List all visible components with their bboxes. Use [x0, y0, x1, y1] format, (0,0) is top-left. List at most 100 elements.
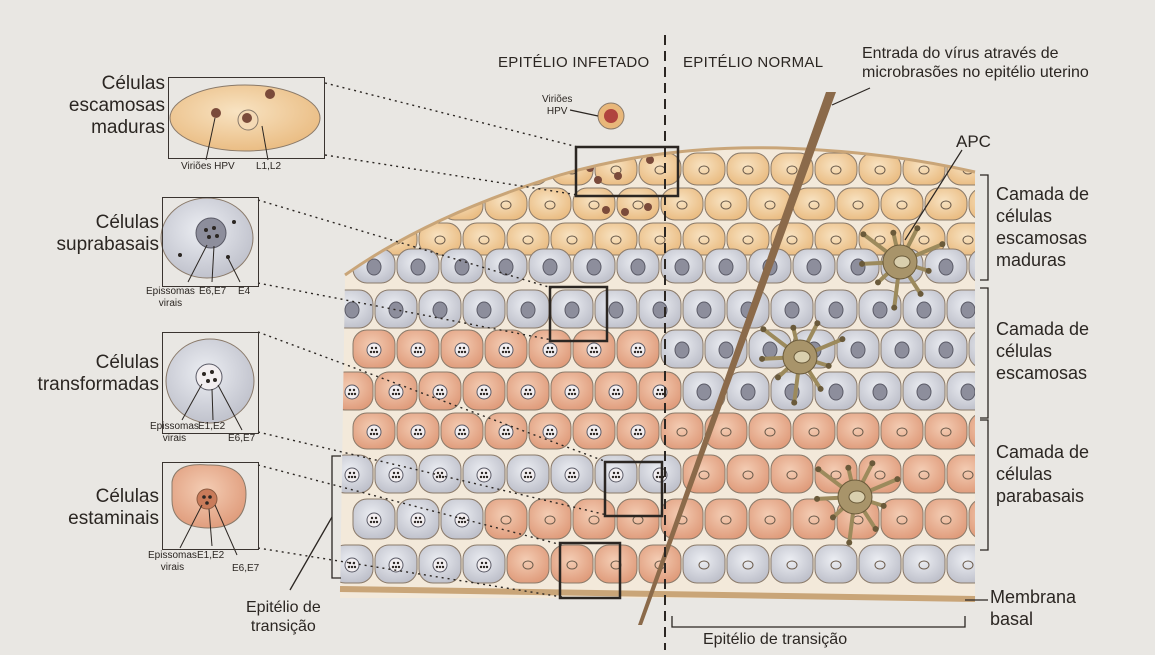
episome-dot: [569, 472, 571, 474]
episome-dot: [376, 351, 378, 353]
cell-nucleus: [433, 302, 447, 318]
cell-nucleus: [961, 302, 975, 318]
cell-nucleus: [873, 384, 887, 400]
episome-dot: [546, 351, 548, 353]
episome-dot: [463, 429, 465, 431]
episome-dot: [485, 562, 487, 564]
inset-box-suprabasal: [162, 197, 259, 287]
episome-dot: [353, 472, 355, 474]
episome-dot: [637, 433, 639, 435]
header-infected: EPITÉLIO INFETADO: [498, 54, 650, 71]
cell: [925, 413, 967, 449]
cell-nucleus: [631, 425, 645, 439]
cell-nucleus: [983, 259, 997, 275]
episome-dot: [635, 429, 637, 431]
episome-dot: [547, 429, 549, 431]
virion: [621, 208, 629, 216]
episome-dot: [463, 347, 465, 349]
cell: [925, 188, 967, 220]
episome-dot: [354, 393, 356, 395]
episome-dot: [486, 476, 488, 478]
episome-dot: [442, 566, 444, 568]
cell-nucleus: [391, 166, 401, 174]
episome-dot: [481, 472, 483, 474]
transition-label-left: Epitélio de transição: [246, 598, 321, 636]
episome-dot: [640, 433, 642, 435]
episome-dot: [442, 476, 444, 478]
episome-dot: [437, 472, 439, 474]
cell: [705, 188, 747, 220]
annotation-e6e7-2: E6,E7: [228, 433, 255, 445]
cell-nucleus: [433, 385, 447, 399]
cell: [837, 413, 879, 449]
cell-nucleus: [345, 385, 359, 399]
episome-dot: [573, 472, 575, 474]
episome-dot: [420, 351, 422, 353]
episome-dot: [593, 351, 595, 353]
episome-dot: [395, 393, 397, 395]
episome-dot: [348, 393, 350, 395]
cell: [551, 545, 593, 583]
episome-dot: [483, 476, 485, 478]
episome-dot: [417, 433, 419, 435]
cell: [683, 545, 725, 583]
episome-dot: [459, 347, 461, 349]
episome-dot: [595, 429, 597, 431]
episome-dot: [612, 393, 614, 395]
episome-dot: [552, 351, 554, 353]
episome-dot: [657, 472, 659, 474]
episome-dot: [458, 433, 460, 435]
episome-dot: [573, 389, 575, 391]
episome-dot: [527, 393, 529, 395]
episome-dot: [552, 433, 554, 435]
episome-dot: [568, 476, 570, 478]
episome-dot: [613, 472, 615, 474]
episome-dot: [458, 521, 460, 523]
episome-dot: [375, 347, 377, 349]
episome-dot: [591, 347, 593, 349]
episome-dot: [397, 389, 399, 391]
layer-label-squamous: Camada de células escamosas: [996, 318, 1089, 384]
episome-dot: [505, 433, 507, 435]
episome-dot: [441, 389, 443, 391]
cell-nucleus: [763, 342, 777, 358]
cell-nucleus: [895, 342, 909, 358]
layer-label-mature: Camada de células escamosas maduras: [996, 183, 1089, 271]
episome-dot: [640, 351, 642, 353]
episome-dot: [415, 429, 417, 431]
episome-dot: [354, 566, 356, 568]
episome-dot: [590, 433, 592, 435]
episome-dot: [547, 347, 549, 349]
cell-nucleus: [347, 236, 357, 244]
episome-dot: [637, 351, 639, 353]
cell: [859, 545, 901, 583]
cell: [573, 499, 615, 539]
cell-nucleus: [873, 302, 887, 318]
cell: [947, 455, 989, 493]
cell-nucleus: [455, 259, 469, 275]
virion-legend-symbol: [570, 103, 624, 129]
cell-nucleus: [521, 302, 535, 318]
episome-dot: [395, 476, 397, 478]
episome-dot: [348, 476, 350, 478]
episome-dot: [420, 521, 422, 523]
episome-dot: [549, 351, 551, 353]
episome-dot: [464, 351, 466, 353]
cell: [947, 545, 989, 583]
cell-nucleus: [477, 302, 491, 318]
cell: [573, 188, 615, 220]
cell: [749, 413, 791, 449]
cell: [683, 153, 725, 185]
episome-dot: [397, 562, 399, 564]
episome-dot: [420, 433, 422, 435]
cell-nucleus: [587, 343, 601, 357]
annotation-episomes-1: Epissomas virais: [146, 286, 195, 310]
cell-nucleus: [587, 425, 601, 439]
episome-dot: [574, 476, 576, 478]
episome-dot: [353, 389, 355, 391]
episome-dot: [525, 389, 527, 391]
annotation-virions: Viriões HPV: [181, 161, 235, 173]
episome-dot: [590, 351, 592, 353]
cell-nucleus: [939, 342, 953, 358]
episome-dot: [354, 476, 356, 478]
